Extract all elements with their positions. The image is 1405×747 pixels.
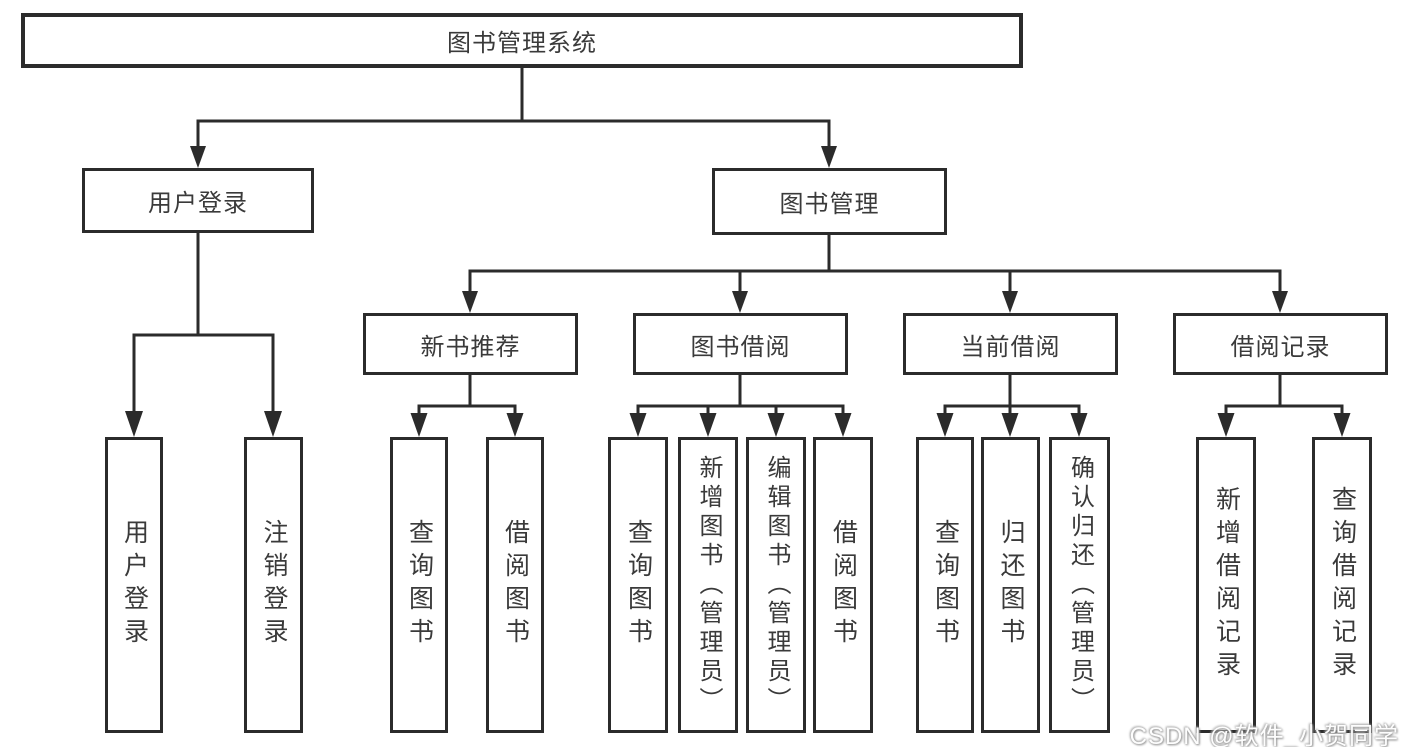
leaf-recommend-borrow-books-label: 借阅图书 <box>501 519 530 651</box>
leaf-query-borrow-record-label: 查询借阅记录 <box>1328 486 1357 684</box>
leaf-add-borrow-record: 新增借阅记录 <box>1196 437 1256 733</box>
node-book-management-label: 图书管理 <box>779 191 880 218</box>
leaf-user-login-label: 用户登录 <box>120 519 149 651</box>
leaf-recommend-query-books-label: 查询图书 <box>405 519 434 651</box>
leaf-borrow-query-books: 查询图书 <box>608 437 668 733</box>
leaf-return-books-label: 归还图书 <box>997 519 1025 651</box>
leaf-current-query-books-label: 查询图书 <box>931 519 960 651</box>
csdn-watermark: CSDN @软件_小贺同学 <box>1129 723 1399 747</box>
leaf-borrow-query-books-label: 查询图书 <box>624 519 653 651</box>
node-book-borrow-label: 图书借阅 <box>690 333 791 361</box>
node-current-borrow: 当前借阅 <box>903 313 1118 375</box>
leaf-add-borrow-record-label: 新增借阅记录 <box>1212 486 1241 684</box>
leaf-return-books: 归还图书 <box>981 437 1040 733</box>
node-new-book-recommend: 新书推荐 <box>363 313 578 375</box>
leaf-query-borrow-record: 查询借阅记录 <box>1312 437 1372 733</box>
leaf-add-books-admin-label: 新增图书（管理员） <box>695 454 722 716</box>
node-borrow-records: 借阅记录 <box>1173 313 1388 375</box>
leaf-recommend-query-books: 查询图书 <box>390 437 448 733</box>
node-new-book-recommend-label: 新书推荐 <box>420 333 521 361</box>
leaf-add-books-admin: 新增图书（管理员） <box>678 437 738 733</box>
node-book-borrow: 图书借阅 <box>633 313 848 375</box>
leaf-confirm-return-admin: 确认归还（管理员） <box>1049 437 1110 733</box>
node-current-borrow-label: 当前借阅 <box>960 333 1061 361</box>
leaf-borrow-books: 借阅图书 <box>813 437 873 733</box>
node-borrow-records-label: 借阅记录 <box>1230 333 1331 361</box>
leaf-borrow-books-label: 借阅图书 <box>829 519 858 651</box>
leaf-user-login: 用户登录 <box>105 437 163 733</box>
leaf-logout: 注销登录 <box>244 437 303 733</box>
leaf-current-query-books: 查询图书 <box>916 437 974 733</box>
node-user-login: 用户登录 <box>82 168 314 233</box>
leaf-confirm-return-admin-label: 确认归还（管理员） <box>1066 454 1094 716</box>
node-root-system: 图书管理系统 <box>21 13 1023 68</box>
node-root-label: 图书管理系统 <box>447 30 597 57</box>
arrowheads <box>125 146 1351 437</box>
node-user-login-label: 用户登录 <box>148 190 248 217</box>
leaf-edit-books-admin: 编辑图书（管理员） <box>746 437 806 733</box>
leaf-logout-label: 注销登录 <box>260 519 288 651</box>
leaf-recommend-borrow-books: 借阅图书 <box>486 437 544 733</box>
leaf-edit-books-admin-label: 编辑图书（管理员） <box>763 454 790 716</box>
node-book-management: 图书管理 <box>712 168 947 235</box>
